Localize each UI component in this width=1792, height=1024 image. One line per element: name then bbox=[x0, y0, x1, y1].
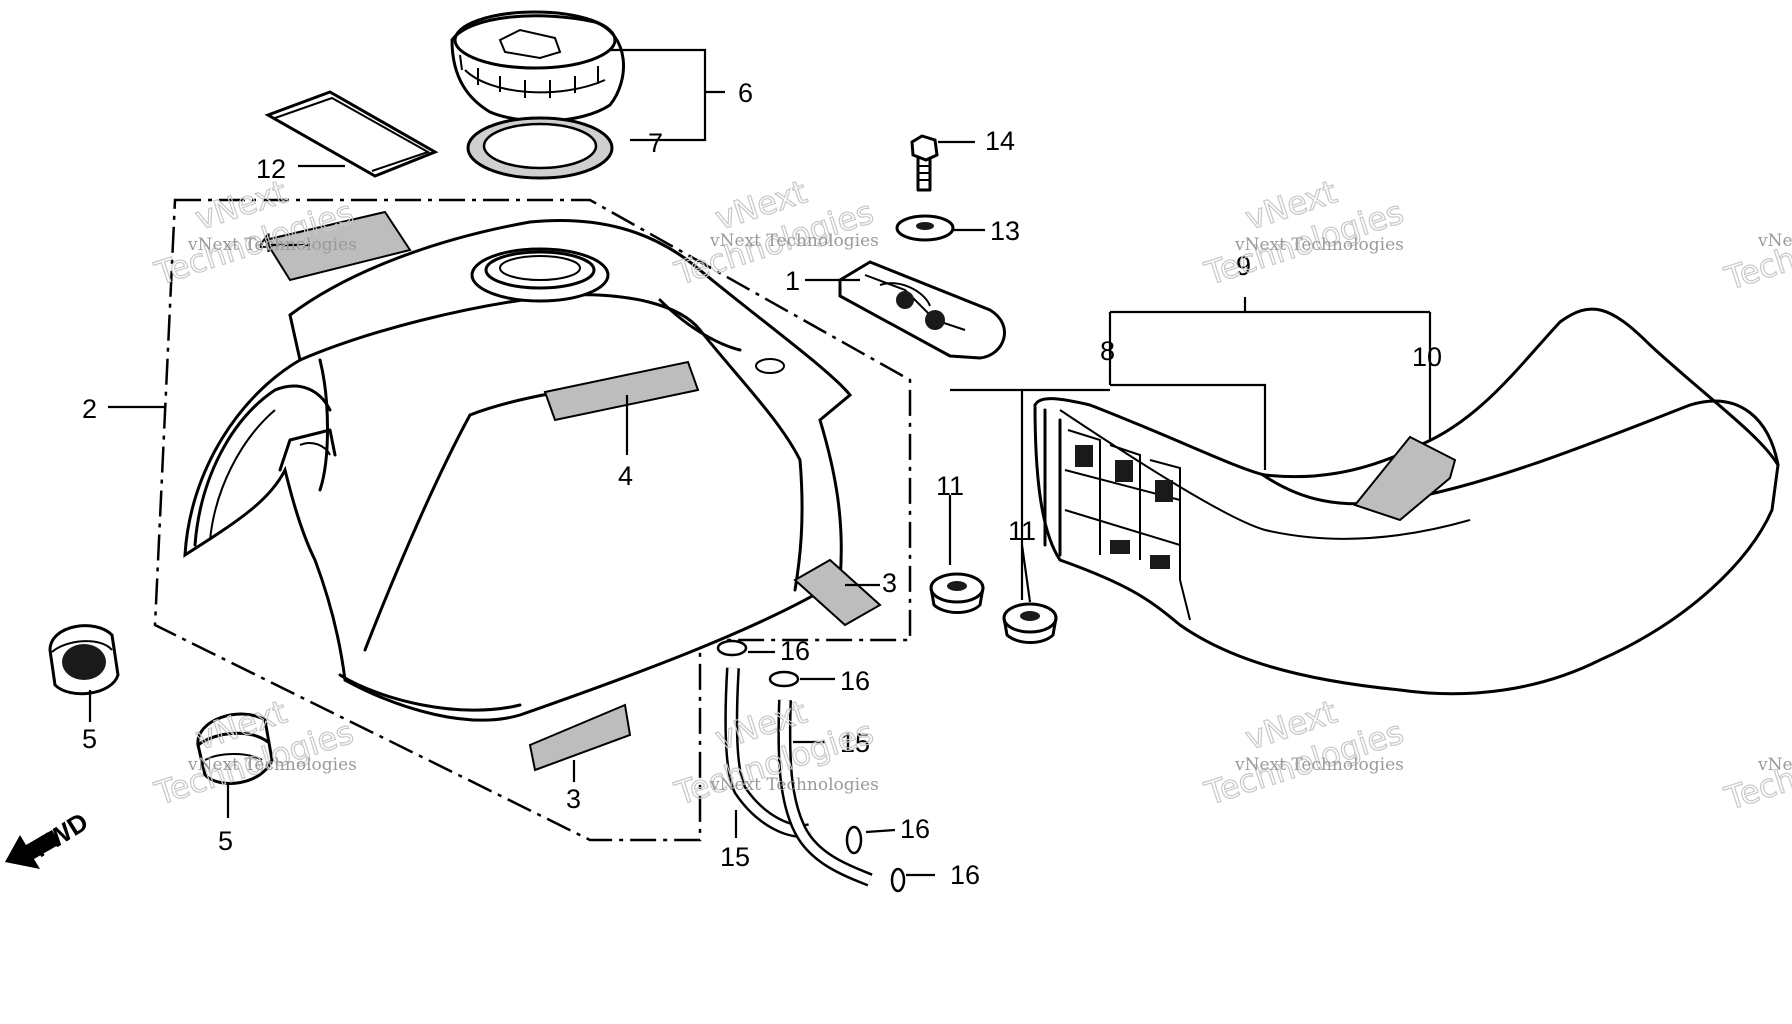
svg-text:vNext Technologies: vNext Technologies bbox=[1757, 231, 1792, 251]
washer bbox=[895, 214, 955, 242]
watermark-3: vNext Technologies vNext Technologies bbox=[1199, 172, 1408, 294]
watermark-7: vNext Technologies Technologies bbox=[1719, 197, 1792, 298]
decal-4-side bbox=[543, 360, 700, 422]
callout-3-right: 3 bbox=[882, 568, 897, 598]
svg-text:vNext Technologies: vNext Technologies bbox=[1757, 755, 1792, 775]
svg-text:vNext Technologies: vNext Technologies bbox=[709, 775, 879, 795]
callout-14: 14 bbox=[985, 126, 1015, 156]
seat-label-10 bbox=[1353, 435, 1457, 522]
clip-16-b bbox=[768, 670, 800, 688]
decal-12 bbox=[264, 90, 439, 178]
callout-15-left: 15 bbox=[720, 842, 750, 872]
grommet-11-left bbox=[929, 572, 985, 614]
watermark-1: vNext Technologies vNext Technologies bbox=[149, 172, 358, 294]
callout-13: 13 bbox=[990, 216, 1020, 246]
svg-text:vNext Technologies: vNext Technologies bbox=[709, 231, 879, 251]
callout-5-upper: 5 bbox=[82, 724, 97, 754]
clip-16-a bbox=[716, 639, 748, 657]
callout-4-top: 4 bbox=[258, 228, 273, 258]
fuel-cap-gasket bbox=[466, 116, 614, 180]
cushion-5-upper bbox=[48, 624, 120, 696]
svg-text:vNext Technologies: vNext Technologies bbox=[1234, 235, 1404, 255]
callout-6: 6 bbox=[738, 78, 753, 108]
fuel-tank bbox=[183, 218, 853, 722]
callout-10: 10 bbox=[1412, 342, 1442, 372]
callout-11-right: 11 bbox=[1008, 516, 1036, 546]
leader-lines bbox=[88, 48, 1432, 877]
fwd-label: FWD bbox=[27, 806, 93, 863]
bolt bbox=[910, 134, 939, 192]
hose-15-left bbox=[724, 667, 812, 838]
watermark-6: vNext Technologies vNext Technologies bbox=[1199, 692, 1408, 814]
decal-3-right bbox=[793, 558, 882, 627]
cushion-5-lower bbox=[196, 712, 274, 785]
hose-15-right bbox=[777, 699, 873, 887]
svg-text:Technologies: Technologies bbox=[1720, 718, 1792, 818]
callout-8: 8 bbox=[1100, 336, 1115, 366]
decal-3-bottom bbox=[528, 703, 632, 772]
callout-5-lower: 5 bbox=[218, 826, 233, 856]
callout-9: 9 bbox=[1236, 251, 1251, 281]
fuel-cap bbox=[450, 10, 625, 123]
clip-16-d bbox=[890, 867, 906, 893]
clip-16-c bbox=[845, 825, 863, 855]
callout-16-c: 16 bbox=[900, 814, 930, 844]
svg-text:vNext Technologies: vNext Technologies bbox=[1234, 755, 1404, 775]
fuel-valve bbox=[838, 260, 1006, 360]
callout-11-left: 11 bbox=[936, 471, 964, 501]
callout-3-bottom: 3 bbox=[566, 784, 581, 814]
fwd-direction-arrow: FWD bbox=[5, 806, 93, 869]
callout-12: 12 bbox=[256, 154, 286, 184]
svg-text:vNext Technologies: vNext Technologies bbox=[187, 235, 357, 255]
grommet-11-right bbox=[1002, 602, 1058, 644]
decal-4-top bbox=[263, 210, 412, 282]
callout-16-a: 16 bbox=[780, 636, 810, 666]
callout-16-b: 16 bbox=[840, 666, 870, 696]
watermark-8: vNext Technologies Technologies bbox=[1719, 717, 1792, 818]
svg-text:Technologies: Technologies bbox=[1720, 198, 1792, 298]
callout-16-d: 16 bbox=[950, 860, 980, 890]
svg-text:vNext Technologies: vNext Technologies bbox=[187, 755, 357, 775]
callout-15-right: 15 bbox=[840, 728, 870, 758]
callout-2: 2 bbox=[82, 394, 97, 424]
callout-1: 1 bbox=[785, 266, 800, 296]
callout-4-side: 4 bbox=[618, 461, 633, 491]
callout-7: 7 bbox=[648, 128, 663, 158]
